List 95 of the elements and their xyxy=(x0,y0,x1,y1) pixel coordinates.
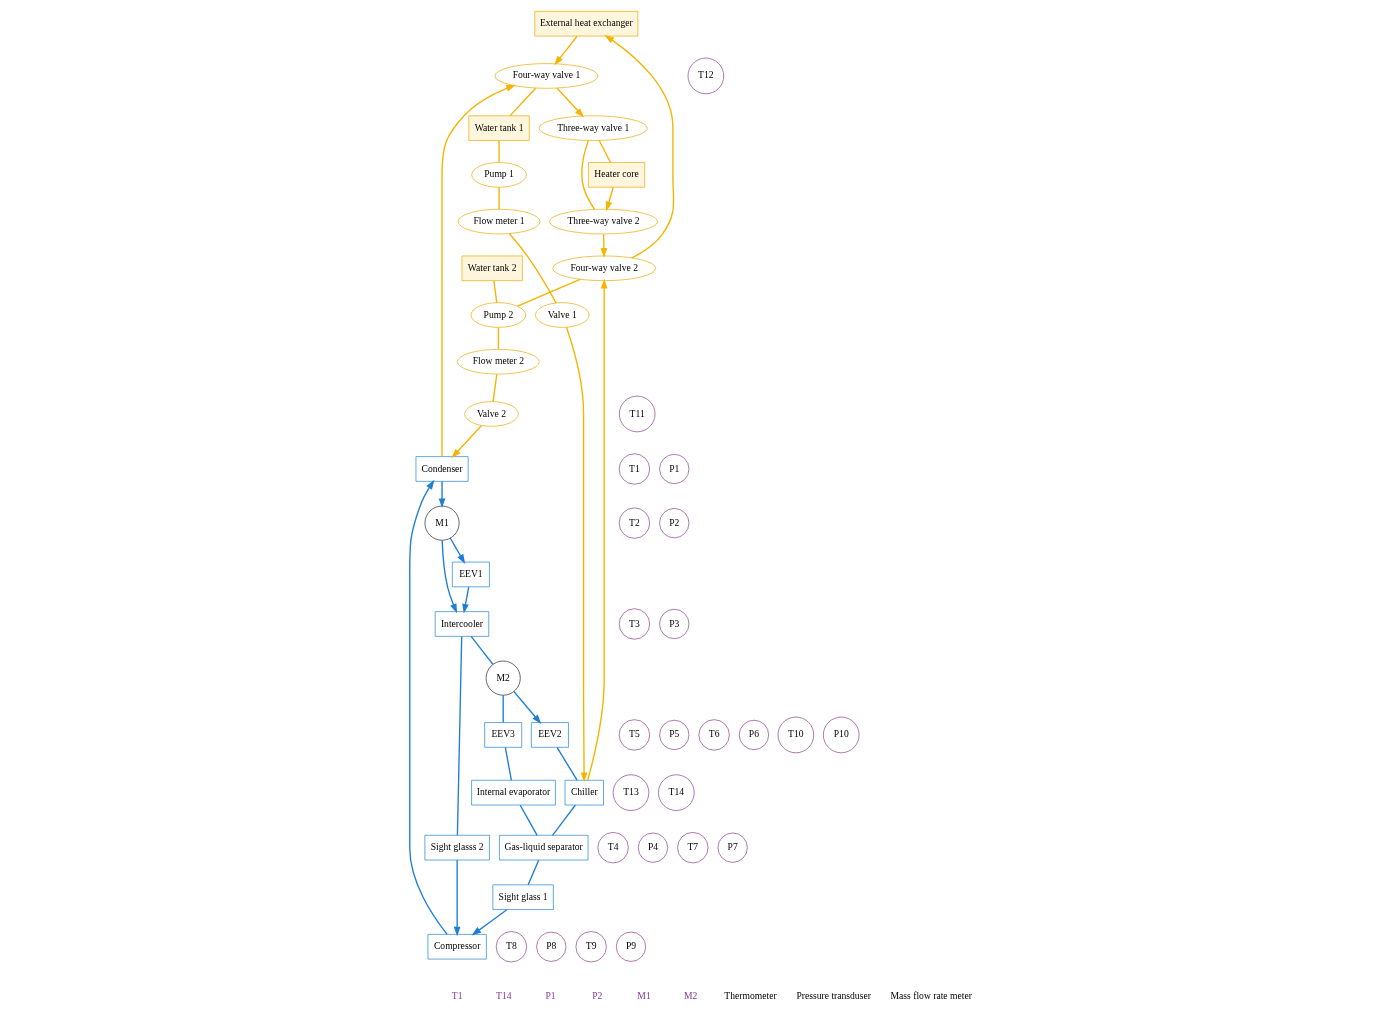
node-ellipse: Pump 2 xyxy=(470,302,526,328)
node-ellipse: Four-way valve 1 xyxy=(494,63,598,89)
node-ellipse: Flow meter 1 xyxy=(457,208,540,235)
node-circle: T2 xyxy=(618,507,650,539)
label: P1 xyxy=(545,989,556,1001)
connector xyxy=(551,804,576,836)
node-circle: T12 xyxy=(687,57,724,95)
node-circle: T1 xyxy=(618,453,650,485)
node-box: Compressor xyxy=(427,934,487,960)
node-box: EEV2 xyxy=(530,722,569,748)
connector xyxy=(497,140,500,163)
arrow xyxy=(453,859,461,937)
node-circle: P10 xyxy=(822,716,859,754)
node-ellipse: Valve 2 xyxy=(463,401,519,427)
legend-label: Mass flow rate meter xyxy=(890,989,972,1001)
node-ellipse: Three-way valve 2 xyxy=(548,208,658,235)
connector xyxy=(492,280,497,304)
connector xyxy=(504,746,512,781)
arrow xyxy=(441,539,457,614)
legend-label: Pressure transduser xyxy=(795,989,871,1001)
node-box: Intercooler xyxy=(434,611,489,637)
node-box: Sight glass 1 xyxy=(492,884,554,910)
connector xyxy=(508,233,557,304)
node-ellipse: Four-way valve 2 xyxy=(551,255,656,282)
arrow xyxy=(553,35,578,66)
node-circle: T3 xyxy=(618,608,650,640)
label: M2 xyxy=(683,989,697,1001)
node-circle: T7 xyxy=(676,832,708,864)
node-ellipse: Pump 1 xyxy=(470,162,527,188)
node-box: Internal evaporator xyxy=(470,779,556,806)
node-circle: P4 xyxy=(637,832,668,863)
node-circle: T6 xyxy=(698,719,730,751)
arrow xyxy=(512,690,541,725)
connector xyxy=(526,859,539,886)
node-circle: P1 xyxy=(658,453,689,485)
node-box: Water tank 2 xyxy=(461,255,523,282)
node-circle: P9 xyxy=(615,931,646,962)
connector xyxy=(469,635,494,666)
node-box: External heat exchanger xyxy=(533,11,638,37)
node-circle: P6 xyxy=(738,719,769,750)
connector xyxy=(519,804,538,836)
connector xyxy=(580,139,595,210)
connector xyxy=(508,87,536,117)
node-circle: T13 xyxy=(612,774,649,811)
arrow xyxy=(451,424,482,459)
node-circle: P7 xyxy=(717,832,748,863)
node-circle: P8 xyxy=(535,931,566,962)
arrow xyxy=(555,87,584,118)
connector xyxy=(556,746,578,781)
node-ellipse: Three-way valve 1 xyxy=(538,115,648,141)
node-box: EEV3 xyxy=(483,722,522,748)
arrow xyxy=(438,480,445,509)
node-circle: T14 xyxy=(657,774,695,811)
connector xyxy=(491,373,497,403)
label: T14 xyxy=(495,989,512,1001)
node-box: EEV1 xyxy=(451,561,490,588)
node-box: Heater core xyxy=(587,162,645,188)
node-circle: T10 xyxy=(777,716,814,754)
node-circle: T8 xyxy=(495,931,527,963)
connector xyxy=(497,326,499,350)
arrow xyxy=(449,537,465,564)
node-box: Condenser xyxy=(415,456,468,482)
arrow xyxy=(586,278,608,781)
arrow xyxy=(565,326,587,783)
node-circle: M2 xyxy=(485,660,521,696)
node-circle: T5 xyxy=(618,719,650,751)
arrow xyxy=(605,186,614,212)
connector xyxy=(497,186,500,210)
arrow xyxy=(603,34,674,259)
node-circle: P5 xyxy=(658,719,689,750)
label: M1 xyxy=(636,989,651,1001)
node-box: Sight glasss 2 xyxy=(424,834,490,861)
node-ellipse: Valve 1 xyxy=(534,302,589,328)
node-box: Gas-liquid separator xyxy=(498,834,588,861)
arrow xyxy=(471,909,507,936)
arrow xyxy=(440,84,516,458)
node-circle: T4 xyxy=(597,832,629,864)
connector xyxy=(598,139,611,164)
label: P2 xyxy=(591,989,602,1001)
node-circle: M1 xyxy=(424,505,459,541)
connector xyxy=(516,278,581,307)
connector xyxy=(502,694,504,724)
arrow xyxy=(461,586,469,614)
node-circle: P2 xyxy=(658,508,689,539)
arrow xyxy=(600,233,607,258)
node-circle: P3 xyxy=(658,608,689,640)
node-circle: T11 xyxy=(618,395,655,433)
node-circle: T9 xyxy=(575,931,607,963)
label: T1 xyxy=(451,989,462,1001)
node-ellipse: Flow meter 2 xyxy=(456,349,540,375)
node-box: Chiller xyxy=(564,779,604,806)
arrow xyxy=(408,479,448,935)
legend-label: Thermometer xyxy=(723,989,777,1001)
node-box: Water tank 1 xyxy=(468,115,530,141)
connector xyxy=(456,635,462,836)
